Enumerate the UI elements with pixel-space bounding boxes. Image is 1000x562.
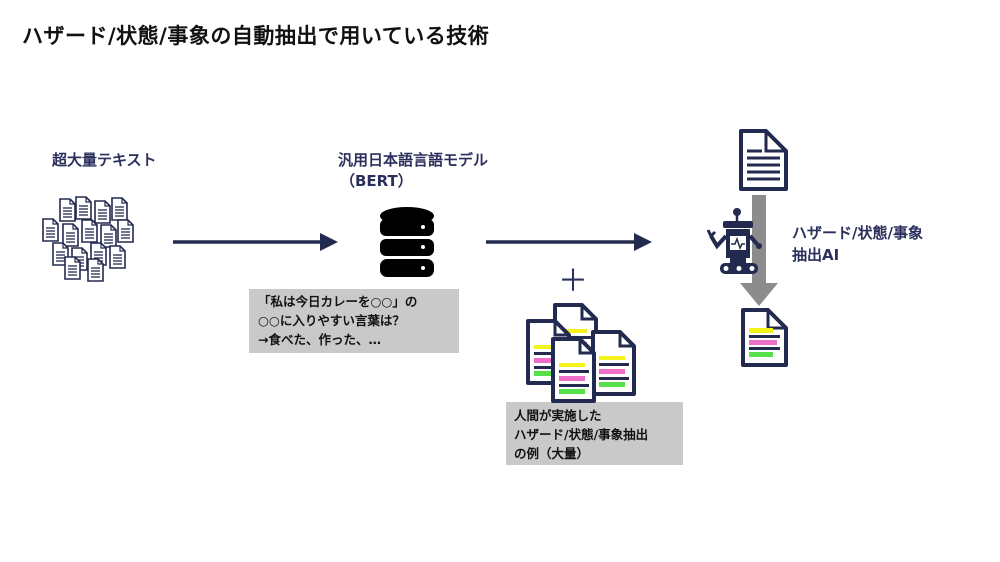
document-pile-icon xyxy=(42,196,134,282)
output-document-icon xyxy=(741,308,788,367)
gray-process-arrow xyxy=(740,195,778,306)
model-label: 汎用日本語言語モデル （BERT） xyxy=(338,150,488,192)
plus-sign: ＋ xyxy=(558,264,588,299)
highlighted-documents-icon xyxy=(526,303,636,403)
ai-label-line2: 抽出AI xyxy=(792,246,840,264)
database-icon xyxy=(380,207,434,277)
arrow-model-to-ai xyxy=(486,233,652,251)
example-line3: →食べた、作った、… xyxy=(258,332,381,347)
human-examples-box: 人間が実施した ハザード/状態/事象抽出 の例（大量） xyxy=(506,402,683,465)
document-icon xyxy=(739,129,788,191)
example-line2: ○○に入りやすい言葉は？ xyxy=(258,313,405,328)
human-line2: ハザード/状態/事象抽出 xyxy=(514,427,649,442)
example-box: 「私は今日カレーを○○」の ○○に入りやすい言葉は？ →食べた、作った、… xyxy=(249,289,459,353)
arrow-corpus-to-model xyxy=(173,233,338,251)
robot-icon xyxy=(706,208,762,274)
model-label-line1: 汎用日本語言語モデル xyxy=(338,151,489,169)
page-title: ハザード/状態/事象の自動抽出で用いている技術 xyxy=(22,24,490,48)
corpus-label: 超大量テキスト xyxy=(52,151,157,169)
model-label-line2: （BERT） xyxy=(340,172,413,190)
example-line1: 「私は今日カレーを○○」の xyxy=(258,294,418,309)
human-line3: の例（大量） xyxy=(514,446,590,461)
human-line1: 人間が実施した xyxy=(514,408,602,423)
ai-label-line1: ハザード/状態/事象 xyxy=(792,224,923,242)
ai-label: ハザード/状態/事象 抽出AI xyxy=(792,222,923,266)
